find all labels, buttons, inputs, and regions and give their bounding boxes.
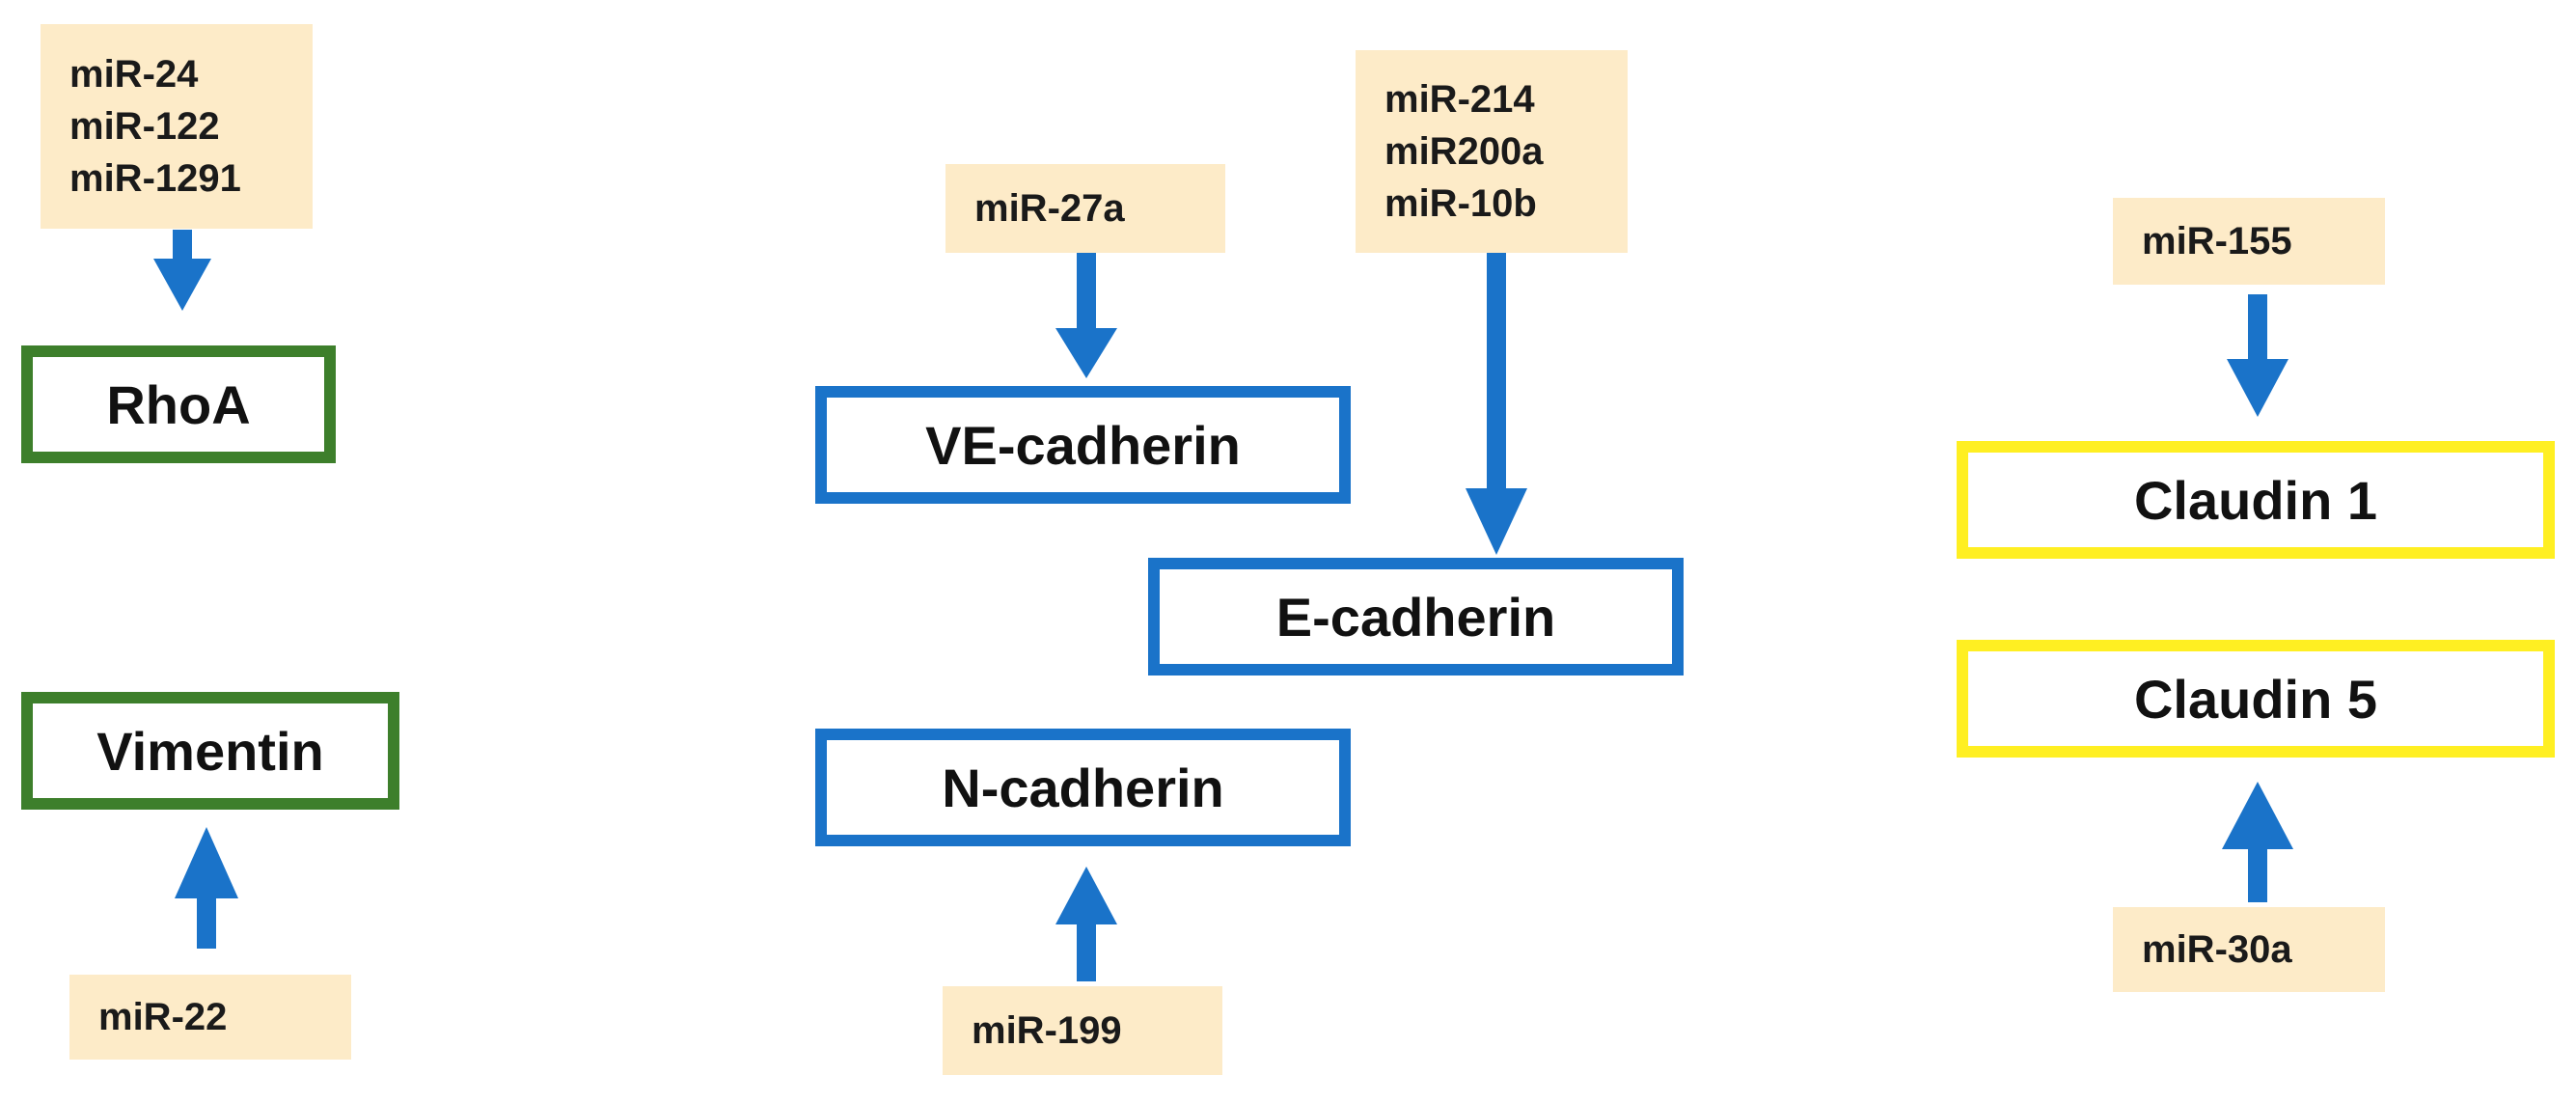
mirna-box-mir199: miR-199: [943, 986, 1222, 1075]
mirna-label: miR-122: [69, 105, 220, 148]
gene-label: Claudin 5: [2133, 668, 2378, 730]
gene-box-vecadherin: VE-cadherin: [815, 386, 1351, 504]
gene-box-ecadherin: E-cadherin: [1148, 558, 1684, 676]
gene-label: VE-cadherin: [925, 414, 1241, 476]
gene-box-rhoa: RhoA: [21, 345, 336, 463]
arrow-mir155-to-claudin1: [2227, 294, 2288, 417]
gene-label: N-cadherin: [942, 757, 1224, 818]
arrow-rhoa-mirs-to-rhoa: [153, 230, 211, 311]
mirna-label: miR-214: [1384, 78, 1535, 121]
mirna-box-ecad-group: miR-214 miR200a miR-10b: [1356, 50, 1628, 253]
mirna-box-mir27a: miR-27a: [945, 164, 1225, 253]
gene-box-ncadherin: N-cadherin: [815, 729, 1351, 846]
arrow-mir199-to-ncadherin: [1055, 867, 1117, 981]
mirna-label: miR-24: [69, 53, 199, 96]
mirna-label: miR-22: [98, 996, 228, 1038]
arrow-ecad-mirs-to-ecadherin: [1466, 253, 1527, 555]
mirna-box-mir155: miR-155: [2113, 198, 2385, 285]
gene-label: Claudin 1: [2133, 469, 2378, 531]
arrow-mir22-to-vimentin: [175, 827, 238, 949]
mirna-label: miR-10b: [1384, 182, 1537, 225]
mirna-label: miR-1291: [69, 157, 241, 200]
gene-box-claudin5: Claudin 5: [1957, 640, 2555, 758]
gene-label: E-cadherin: [1275, 586, 1556, 648]
mirna-label: miR-199: [972, 1009, 1122, 1052]
gene-label: RhoA: [106, 373, 251, 435]
gene-label: Vimentin: [96, 720, 324, 782]
gene-box-claudin1: Claudin 1: [1957, 441, 2555, 559]
gene-box-vimentin: Vimentin: [21, 692, 399, 810]
mirna-box-rhoa-group: miR-24 miR-122 miR-1291: [41, 24, 313, 229]
mirna-label: miR-155: [2142, 220, 2292, 262]
mirna-label: miR-27a: [974, 187, 1125, 230]
mirna-label: miR-30a: [2142, 928, 2292, 971]
mirna-label: miR200a: [1384, 130, 1544, 173]
arrow-mir30a-to-claudin5: [2222, 782, 2293, 902]
mirna-box-mir22: miR-22: [69, 975, 351, 1060]
mirna-box-mir30a: miR-30a: [2113, 907, 2385, 992]
arrow-mir27a-to-vecadherin: [1055, 253, 1117, 378]
